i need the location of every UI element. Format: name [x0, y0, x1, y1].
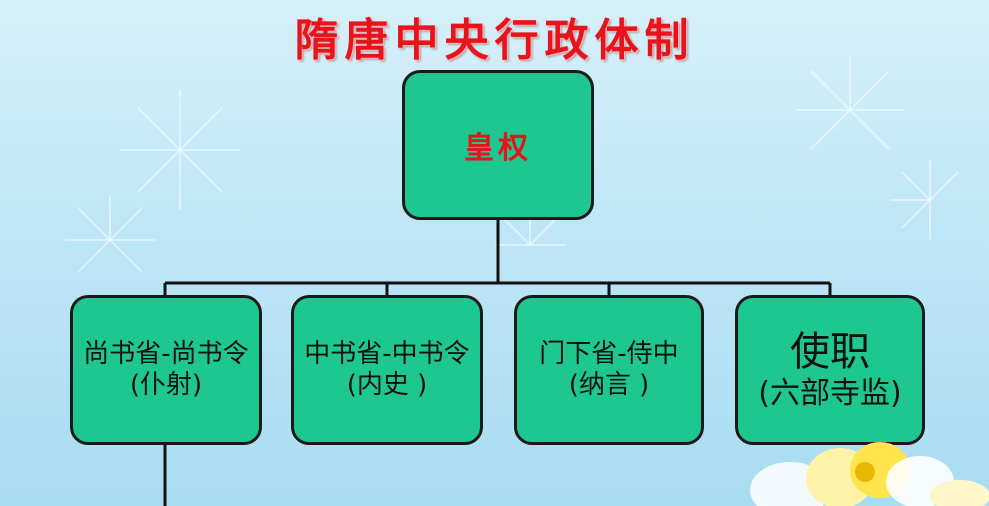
child-node-shizhi: 使职 (六部寺监) — [735, 295, 925, 445]
child-node-zhongshu: 中书省-中书令 (内史 ) — [291, 295, 483, 445]
flower-decoration-icon — [750, 442, 989, 506]
root-node: 皇权 — [402, 70, 594, 220]
diagram-title: 隋唐中央行政体制 — [294, 15, 695, 66]
child-node-line2: (纳言 ) — [568, 370, 650, 400]
child-node-line1: 中书省-中书令 — [304, 338, 470, 369]
child-node-line1: 尚书省-尚书令 — [83, 338, 249, 369]
child-node-menxia: 门下省-侍中 (纳言 ) — [514, 295, 704, 445]
child-node-line2: (仆射) — [129, 370, 203, 400]
child-node-line2: (内史 ) — [346, 370, 428, 400]
child-node-shangshu: 尚书省-尚书令 (仆射) — [70, 295, 262, 445]
child-node-line1: 门下省-侍中 — [539, 338, 679, 369]
root-node-label: 皇权 — [464, 131, 532, 166]
child-node-line2: (六部寺监) — [758, 376, 902, 411]
child-node-line1: 使职 — [790, 329, 870, 375]
